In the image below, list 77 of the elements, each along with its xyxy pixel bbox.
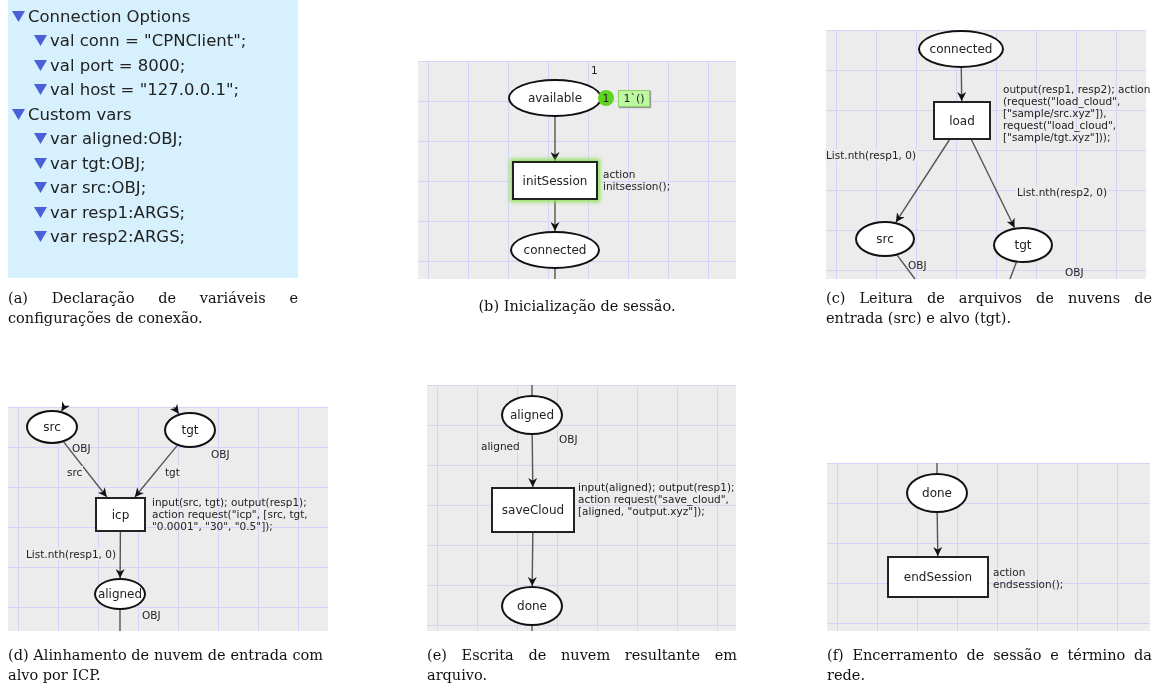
place-ellipse: done bbox=[501, 586, 563, 626]
figure-caption: (a) Declaração de variáveis e configurações de conexão. bbox=[8, 289, 298, 328]
place-ellipse: connected bbox=[510, 231, 600, 269]
place-ellipse: done bbox=[906, 473, 968, 513]
place-ellipse: tgt bbox=[164, 412, 216, 448]
place-ellipse: available bbox=[508, 79, 602, 117]
arc-arrow bbox=[169, 403, 180, 415]
arc-arrow bbox=[933, 512, 943, 557]
color-set-label: OBJ bbox=[142, 609, 161, 621]
canvas-panel bbox=[427, 385, 736, 631]
place-ellipse: src bbox=[26, 410, 78, 444]
arc-arrow bbox=[957, 67, 967, 102]
color-set-label: 1 bbox=[591, 64, 598, 76]
color-set-label: OBJ bbox=[72, 442, 91, 454]
place-ellipse: aligned bbox=[94, 578, 146, 610]
transition-box: endSession bbox=[887, 556, 989, 598]
arc-arrow bbox=[528, 434, 538, 488]
canvas-panel bbox=[827, 463, 1150, 631]
declaration-text: val host = "127.0.0.1"; bbox=[50, 80, 240, 100]
figure-caption: (b) Inicialização de sessão. bbox=[477, 297, 677, 316]
color-set-label: OBJ bbox=[211, 448, 230, 460]
arc-line bbox=[896, 254, 916, 280]
arc-arrow bbox=[63, 441, 108, 498]
declaration-text: Connection Options bbox=[28, 6, 191, 26]
figure-caption: (f) Encerramento de sessão e término da rede. bbox=[827, 646, 1152, 685]
arc-arrow bbox=[115, 531, 125, 579]
arc-arrow bbox=[134, 444, 178, 498]
transition-box: saveCloud bbox=[491, 487, 575, 533]
declaration-text: Custom vars bbox=[28, 104, 132, 124]
arc-arrow bbox=[60, 401, 70, 412]
declaration-text: var resp1:ARGS; bbox=[50, 202, 186, 222]
arc-line bbox=[119, 609, 121, 632]
edge-label: List.nth(resp2, 0) bbox=[1016, 186, 1109, 198]
declaration-text: val conn = "CPNClient"; bbox=[50, 31, 247, 51]
place-ellipse: connected bbox=[918, 30, 1004, 68]
transition-box: initSession bbox=[512, 161, 598, 200]
marking-label: 1`() bbox=[618, 90, 650, 107]
canvas-panel bbox=[8, 407, 328, 631]
arc-arrow bbox=[550, 116, 560, 162]
edge-label: List.nth(resp1, 0) bbox=[825, 149, 918, 161]
figure-caption: (c) Leitura de arquivos de nuvens de entrada (src) e alvo (tgt). bbox=[826, 289, 1152, 328]
arc-line bbox=[1009, 261, 1017, 280]
arc-arrow bbox=[550, 199, 560, 232]
figure-caption: (d) Alinhamento de nuvem de entrada com alvo por ICP. bbox=[8, 646, 323, 685]
canvas-panel bbox=[418, 61, 736, 279]
declaration-text: var src:OBJ; bbox=[50, 178, 147, 198]
inscription-text: input(aligned); output(resp1); action request("save_cloud", [aligned, "output.xyz"]); bbox=[578, 481, 736, 517]
edge-label: aligned bbox=[480, 440, 521, 452]
arc-arrow bbox=[970, 139, 1016, 229]
declaration-text: var resp2:ARGS; bbox=[50, 227, 186, 247]
transition-box: icp bbox=[95, 497, 146, 532]
inscription-text: output(resp1, resp2); action (request("load_cloud", ["sample/src.xyz"]), request("load_cloud", ["sample/tgt.xyz"])); bbox=[1003, 83, 1151, 143]
arc-line bbox=[531, 384, 533, 396]
declaration-panel bbox=[8, 0, 298, 278]
inscription-text: input(src, tgt); output(resp1); action request("icp", [src, tgt, "0.0001", "30", "0.5"]); bbox=[152, 496, 309, 532]
place-ellipse: tgt bbox=[993, 227, 1053, 263]
edge-label: src bbox=[66, 466, 84, 478]
inscription-text: action endsession(); bbox=[993, 566, 1065, 590]
color-set-label: OBJ bbox=[908, 259, 927, 271]
edge-label: List.nth(resp1, 0) bbox=[25, 548, 118, 560]
token-count-circle: 1 bbox=[598, 90, 614, 106]
place-ellipse: aligned bbox=[501, 395, 563, 435]
transition-box: load bbox=[933, 101, 991, 140]
figure-caption: (e) Escrita de nuvem resultante em arquivo. bbox=[427, 646, 737, 685]
declaration-text: var tgt:OBJ; bbox=[50, 153, 146, 173]
inscription-text: action initsession(); bbox=[603, 168, 672, 192]
arc-line bbox=[554, 268, 556, 280]
edge-label: tgt bbox=[164, 466, 181, 478]
color-set-label: OBJ bbox=[1065, 266, 1084, 278]
arc-arrow bbox=[527, 532, 537, 587]
color-set-label: OBJ bbox=[559, 433, 578, 445]
declaration-text: val port = 8000; bbox=[50, 55, 186, 75]
declaration-text: var aligned:OBJ; bbox=[50, 129, 184, 149]
arc-line bbox=[531, 625, 533, 632]
arc-line bbox=[936, 462, 938, 474]
place-ellipse: src bbox=[855, 221, 915, 257]
arc-arrow bbox=[895, 139, 950, 223]
